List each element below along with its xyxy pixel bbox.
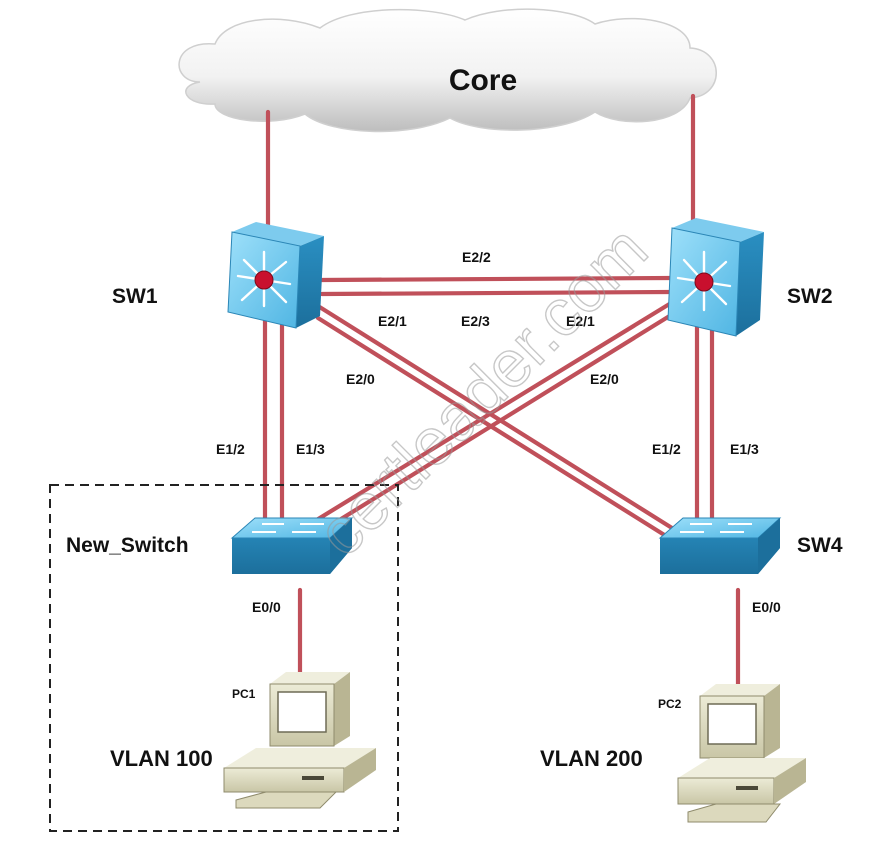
- sw1-router-core-icon: [254, 270, 274, 290]
- link-sw1-sw2-e2-3: [319, 289, 675, 297]
- core-cloud: Core: [178, 8, 717, 133]
- new-site-dashed-boundary: [49, 484, 399, 832]
- sw4-label: SW4: [797, 534, 843, 557]
- new-switch: New_Switch: [66, 517, 354, 574]
- sw2-router-core-icon: [694, 272, 714, 292]
- watermark-text: certleader.com: [303, 211, 661, 569]
- core-label: Core: [449, 64, 517, 97]
- pc2-screen-icon: [707, 703, 757, 745]
- sw4-switch: SW4: [658, 517, 843, 574]
- port-label-sw2-e2-0: E2/0: [590, 371, 619, 387]
- sw2-label: SW2: [787, 285, 833, 308]
- link-sw2-newswitch-b: [317, 309, 679, 535]
- pc1-computer: PC1 VLAN 100: [110, 672, 376, 809]
- port-label-new-switch-e1-3: E1/3: [296, 441, 325, 457]
- link-sw2-newswitch-a: [307, 297, 679, 527]
- port-label-sw1-e2-1: E2/1: [378, 313, 407, 329]
- sw1-label: SW1: [112, 285, 158, 308]
- sw2-switch: SW2: [667, 218, 833, 337]
- pc1-vlan-label: VLAN 100: [110, 746, 213, 771]
- port-label-sw1-e2-0: E2/0: [346, 371, 375, 387]
- pc1-screen-icon: [277, 691, 327, 733]
- port-label-sw2-e2-1: E2/1: [566, 313, 595, 329]
- port-label-sw4-e1-2: E1/2: [652, 441, 681, 457]
- pc2-label: PC2: [658, 697, 682, 711]
- port-label-sw1-sw2-e2-2: E2/2: [462, 249, 491, 265]
- link-sw1-sw4-a: [315, 303, 675, 531]
- port-label-sw4-e0-0: E0/0: [752, 599, 781, 615]
- port-labels: E2/2 E2/1 E2/3 E2/1 E2/0 E2/0 E1/2 E1/3 …: [216, 249, 781, 615]
- new-switch-arrows-icon: [252, 523, 324, 533]
- port-label-new-switch-e1-2: E1/2: [216, 441, 245, 457]
- port-label-sw4-e1-3: E1/3: [730, 441, 759, 457]
- link-sw1-sw2-e2-2: [319, 275, 675, 283]
- pc2-computer: PC2 VLAN 200: [540, 684, 806, 823]
- sw1-switch: SW1: [112, 222, 324, 329]
- port-label-new-switch-e0-0: E0/0: [252, 599, 281, 615]
- new-switch-label: New_Switch: [66, 534, 189, 557]
- pc1-label: PC1: [232, 687, 256, 701]
- port-label-sw1-sw2-e2-3: E2/3: [461, 313, 490, 329]
- links: [262, 93, 741, 689]
- pc2-vlan-label: VLAN 200: [540, 746, 643, 771]
- sw4-arrows-icon: [680, 523, 752, 533]
